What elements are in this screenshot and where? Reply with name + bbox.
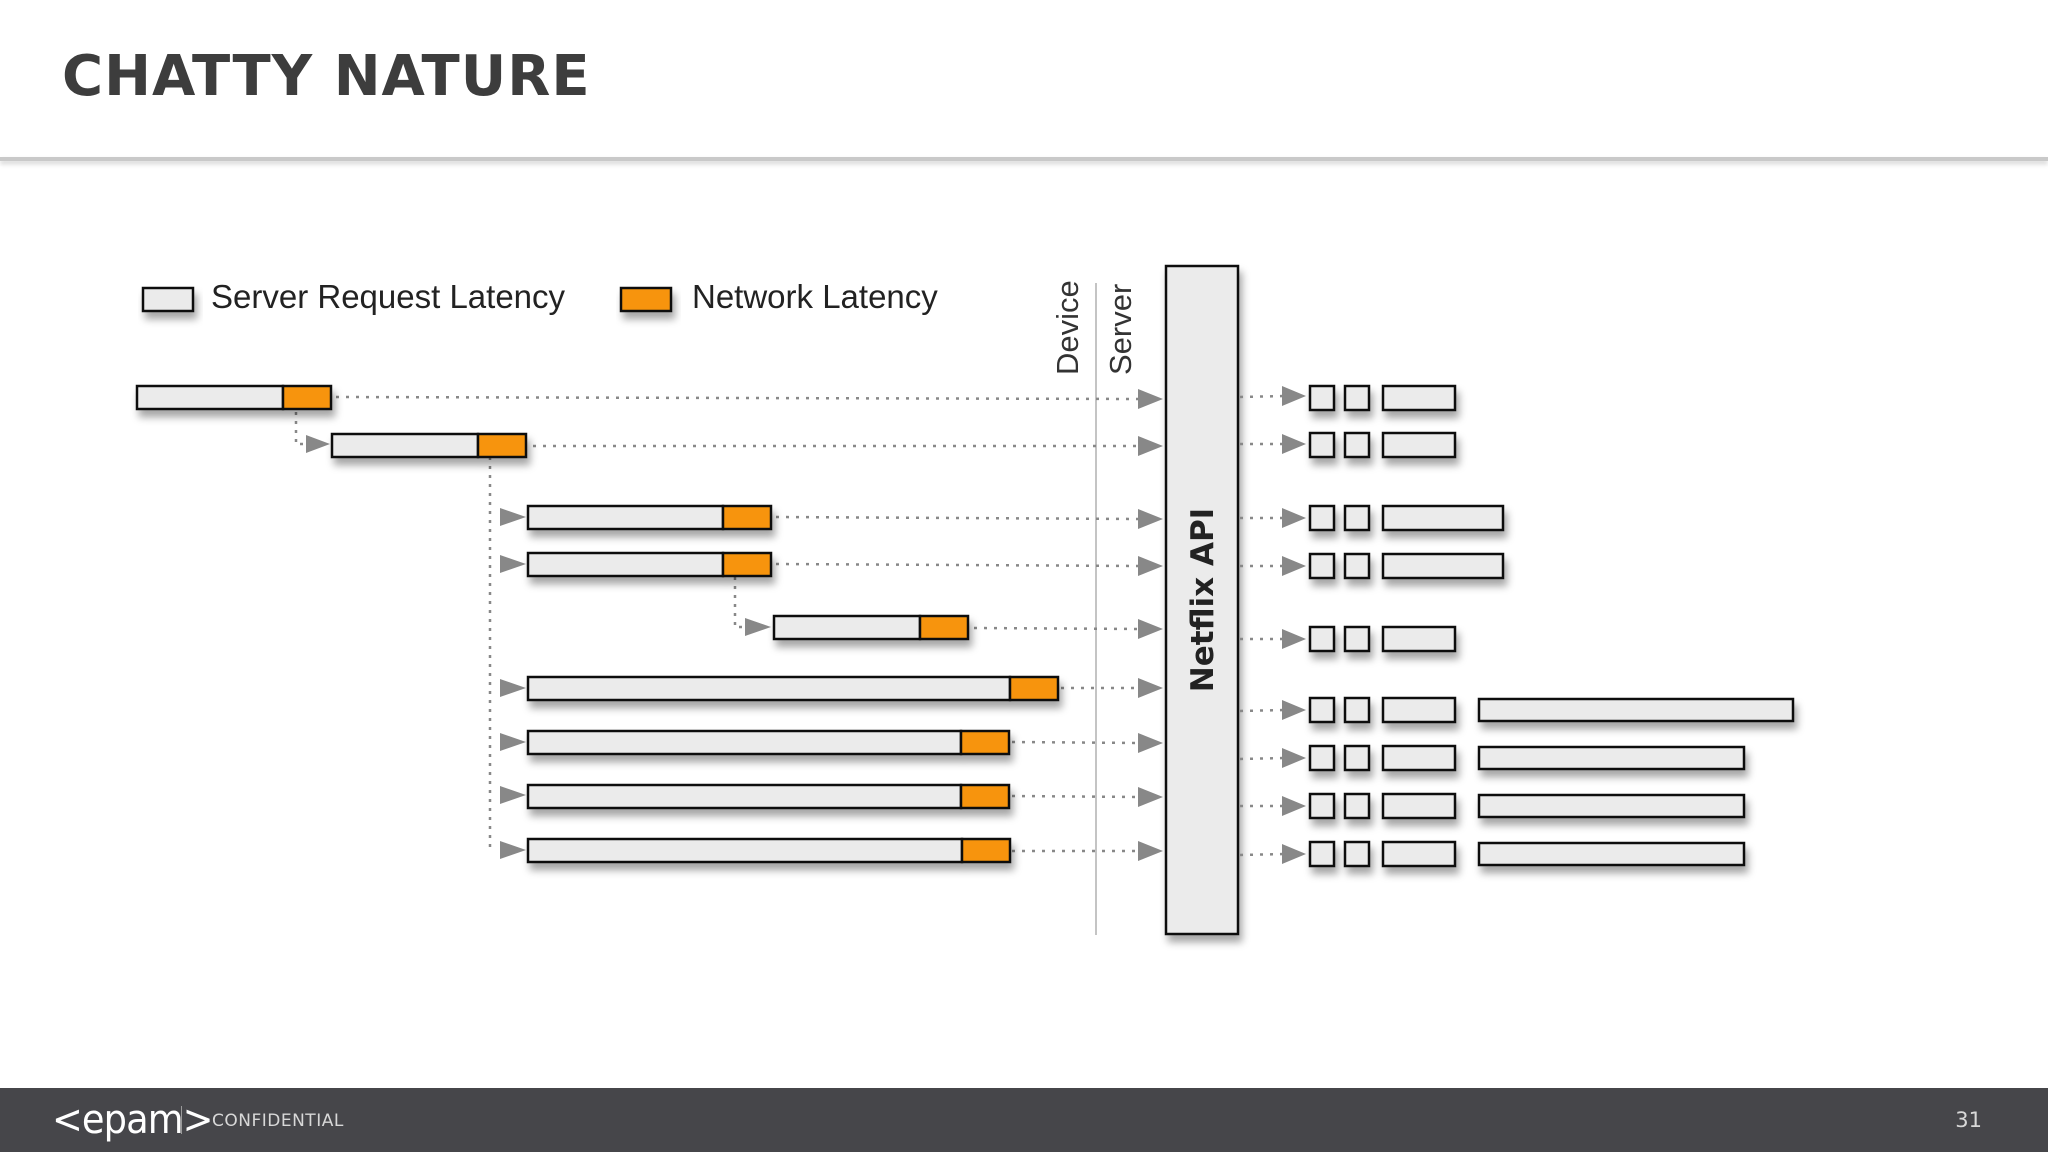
request-bar — [526, 504, 773, 531]
page-number: 31 — [1955, 1108, 1982, 1132]
legend: Server Request Latency Network Latency — [141, 278, 938, 315]
backend-row — [1308, 431, 1457, 459]
backend-row — [1308, 744, 1746, 772]
netflix-api-label: Netflix API — [1185, 508, 1221, 692]
server-label: Server — [1103, 284, 1138, 375]
legend-server-swatch — [141, 286, 195, 313]
request-bar — [526, 837, 1012, 864]
legend-network-swatch — [619, 286, 673, 313]
legend-network-label: Network Latency — [692, 278, 938, 315]
backend-row — [1308, 384, 1457, 412]
request-bar — [526, 551, 773, 578]
request-arrowheads — [1138, 389, 1163, 861]
backend-row — [1308, 625, 1457, 653]
slide-title: CHATTY NATURE — [62, 44, 591, 109]
backend-calls — [1308, 384, 1795, 868]
request-bar — [526, 783, 1011, 810]
backend-arrowheads — [1282, 386, 1306, 864]
netflix-api-column — [1164, 264, 1240, 936]
request-bar — [330, 432, 528, 459]
backend-row — [1308, 840, 1746, 868]
confidential-label: CONFIDENTIAL — [212, 1111, 344, 1131]
backend-row — [1308, 792, 1746, 820]
request-connectors — [335, 395, 1141, 853]
legend-server-label: Server Request Latency — [211, 278, 566, 315]
request-bar — [526, 729, 1011, 756]
backend-row — [1308, 504, 1505, 532]
request-bar — [135, 384, 333, 411]
title-divider — [0, 157, 2048, 161]
chatty-nature-diagram: Server Request Latency Network Latency D… — [135, 264, 1795, 936]
backend-connectors — [1239, 394, 1286, 857]
backend-row — [1308, 696, 1795, 724]
footer-separator — [181, 1106, 182, 1134]
request-bar — [772, 614, 970, 641]
call-chain-arrowheads — [306, 435, 771, 859]
request-bars — [135, 384, 1060, 864]
request-bar — [526, 675, 1060, 702]
backend-row — [1308, 552, 1505, 580]
epam-logo: <epam> — [52, 1097, 213, 1143]
device-label: Device — [1050, 280, 1085, 375]
footer-bar: <epam> CONFIDENTIAL 31 — [0, 1088, 2048, 1152]
